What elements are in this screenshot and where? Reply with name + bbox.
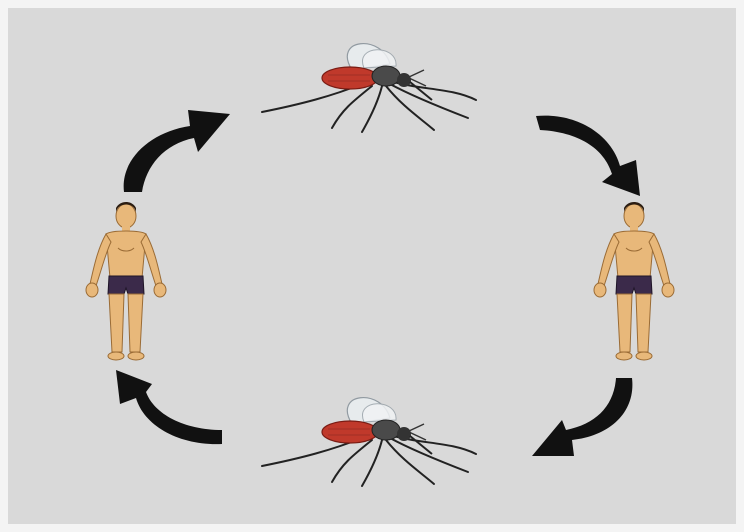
malaria-cycle-diagram <box>0 0 744 532</box>
